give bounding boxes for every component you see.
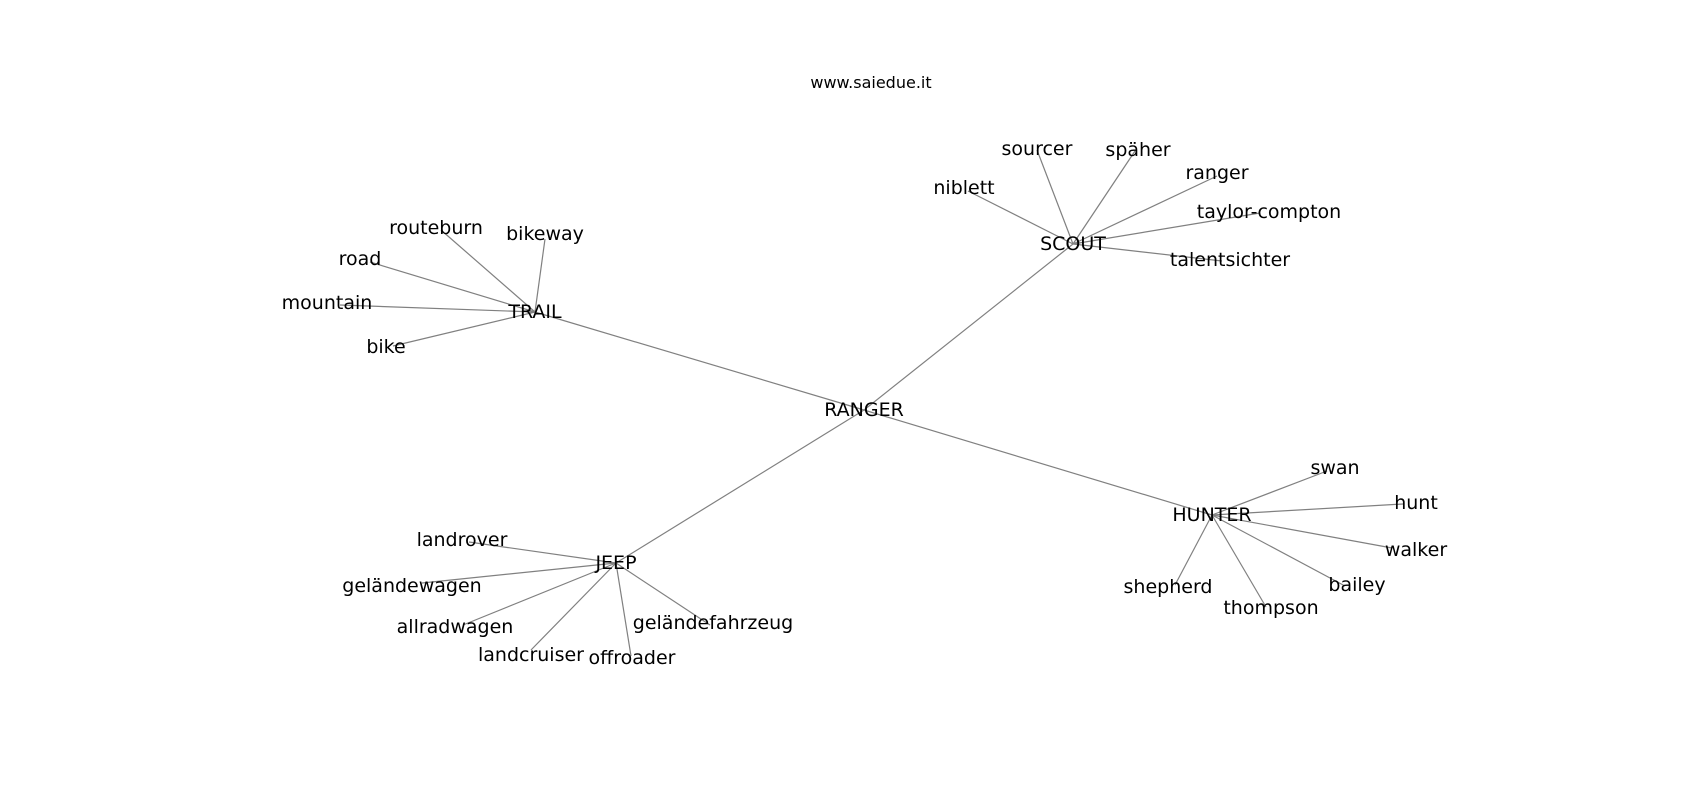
node-leaf: geländewagen <box>342 575 481 597</box>
edge-jeep-leaf <box>462 562 617 626</box>
edge-jeep-leaf <box>615 562 711 626</box>
node-leaf: thompson <box>1223 597 1318 619</box>
node-hub-hunter: HUNTER <box>1172 504 1251 526</box>
edge-hunter-leaf <box>1211 514 1346 587</box>
edge-trail-leaf <box>534 238 546 313</box>
node-leaf: swan <box>1310 457 1359 479</box>
edge-ranger-trail <box>534 311 865 411</box>
edge-scout-leaf <box>1036 149 1074 245</box>
edge-hunter-leaf <box>1211 514 1267 608</box>
edge-scout-leaf <box>1072 212 1261 245</box>
node-leaf: taylor-compton <box>1197 201 1341 223</box>
node-leaf: sourcer <box>1002 138 1073 160</box>
node-leaf: ranger <box>1185 162 1248 184</box>
node-leaf: bikeway <box>506 223 584 245</box>
edge-ranger-hunter <box>863 409 1213 516</box>
edge-ranger-scout <box>863 243 1074 411</box>
node-hub-trail: TRAIL <box>507 301 562 323</box>
node-leaf: walker <box>1385 539 1447 561</box>
node-leaf: road <box>339 248 382 270</box>
node-leaf: bike <box>366 336 405 358</box>
edge-hunter-leaf <box>1174 514 1213 586</box>
edge-trail-leaf <box>369 261 536 313</box>
edge-trail-leaf <box>392 311 536 347</box>
node-leaf: talentsichter <box>1170 249 1290 271</box>
edge-hunter-leaf <box>1211 503 1404 516</box>
edge-jeep-leaf <box>530 562 617 651</box>
edge-hunter-leaf <box>1211 470 1328 516</box>
label-layer: www.saiedue.it RANGER SCOUT niblett source… <box>282 73 1448 669</box>
node-leaf: niblett <box>933 177 994 199</box>
node-hub-jeep: JEEP <box>594 552 636 574</box>
edge-trail-leaf <box>440 229 536 313</box>
edge-scout-leaf <box>1072 175 1218 245</box>
edge-jeep-leaf <box>421 562 617 584</box>
node-leaf: landrover <box>417 529 508 551</box>
node-leaf: landcruiser <box>478 644 584 666</box>
edge-jeep-leaf <box>468 541 617 564</box>
node-leaf: offroader <box>589 647 676 669</box>
edge-scout-leaf <box>967 190 1074 245</box>
node-leaf: geländefahrzeug <box>633 612 793 634</box>
node-leaf: allradwagen <box>397 616 514 638</box>
watermark-text: www.saiedue.it <box>810 73 931 92</box>
node-leaf: hunt <box>1394 492 1438 514</box>
edge-hunter-leaf <box>1211 514 1393 549</box>
node-leaf: späher <box>1105 139 1170 161</box>
edge-ranger-jeep <box>615 409 865 564</box>
edge-layer <box>339 149 1404 657</box>
node-leaf: shepherd <box>1124 576 1213 598</box>
node-hub-scout: SCOUT <box>1040 233 1106 255</box>
edge-scout-leaf <box>1072 150 1136 245</box>
edge-scout-leaf <box>1072 243 1223 262</box>
node-leaf: bailey <box>1328 574 1385 596</box>
edge-trail-leaf <box>339 304 536 313</box>
node-leaf: mountain <box>282 292 373 314</box>
node-leaf: routeburn <box>389 217 483 239</box>
edge-jeep-leaf <box>615 562 632 657</box>
node-ranger-center: RANGER <box>824 399 904 421</box>
